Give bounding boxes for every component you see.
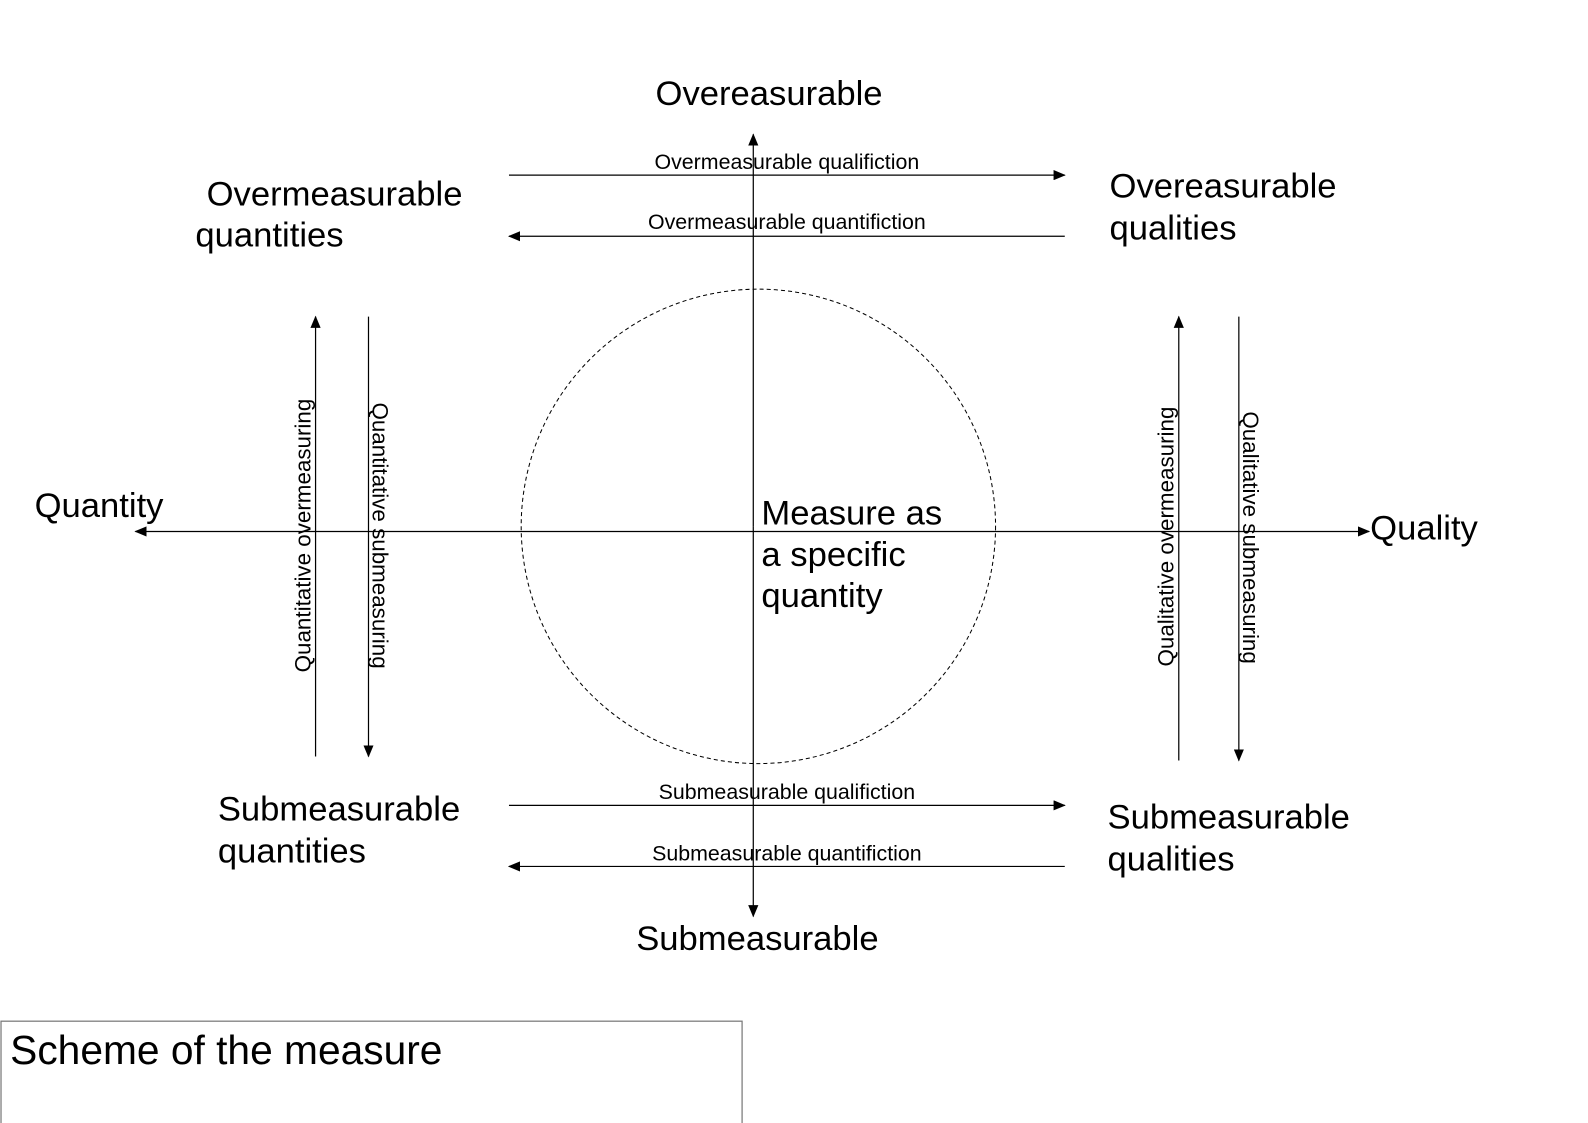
overmeasurable-qualifiction-label: Overmeasurable qualifiction: [655, 150, 920, 174]
center-label-line3: quantity: [761, 577, 883, 615]
corner-bottom-right-line1: Submeasurable: [1108, 799, 1350, 837]
quantitative-submeasuring-label: Quantitative submeasuring: [368, 402, 393, 668]
pole-top-label: Overeasurable: [656, 75, 883, 113]
corner-bottom-left-line2: quantities: [218, 832, 366, 870]
center-circle: [520, 288, 997, 765]
center-label-line2: a specific: [761, 536, 905, 574]
corner-top-right-line2: qualities: [1110, 209, 1237, 247]
caption-box: [0, 1020, 743, 1123]
qualitative-overmeasuring-label: Qualitative overmeasuring: [1154, 407, 1179, 667]
corner-bottom-right-line2: qualities: [1108, 841, 1235, 879]
quantitative-overmeasuring-label: Quantitative overmeasuring: [290, 399, 315, 673]
corner-top-left-line1: Overmeasurable: [207, 176, 463, 214]
submeasurable-quantifiction-label: Submeasurable quantifiction: [652, 841, 922, 865]
submeasurable-qualifiction-label: Submeasurable qualifiction: [659, 780, 915, 804]
corner-bottom-left-line1: Submeasurable: [218, 791, 460, 829]
caption-text: Scheme of the measure: [10, 1027, 442, 1073]
corner-top-left-line2: quantities: [195, 216, 343, 254]
qualitative-submeasuring-label: Qualitative submeasuring: [1238, 411, 1263, 664]
corner-top-right-line1: Overeasurable: [1110, 168, 1337, 206]
pole-bottom-label: Submeasurable: [636, 920, 878, 958]
pole-left-label: Quantity: [35, 487, 165, 525]
overmeasurable-quantifiction-label: Overmeasurable quantifiction: [648, 210, 926, 234]
center-label-line1: Measure as: [761, 494, 942, 532]
pole-right-label: Quality: [1370, 510, 1478, 548]
